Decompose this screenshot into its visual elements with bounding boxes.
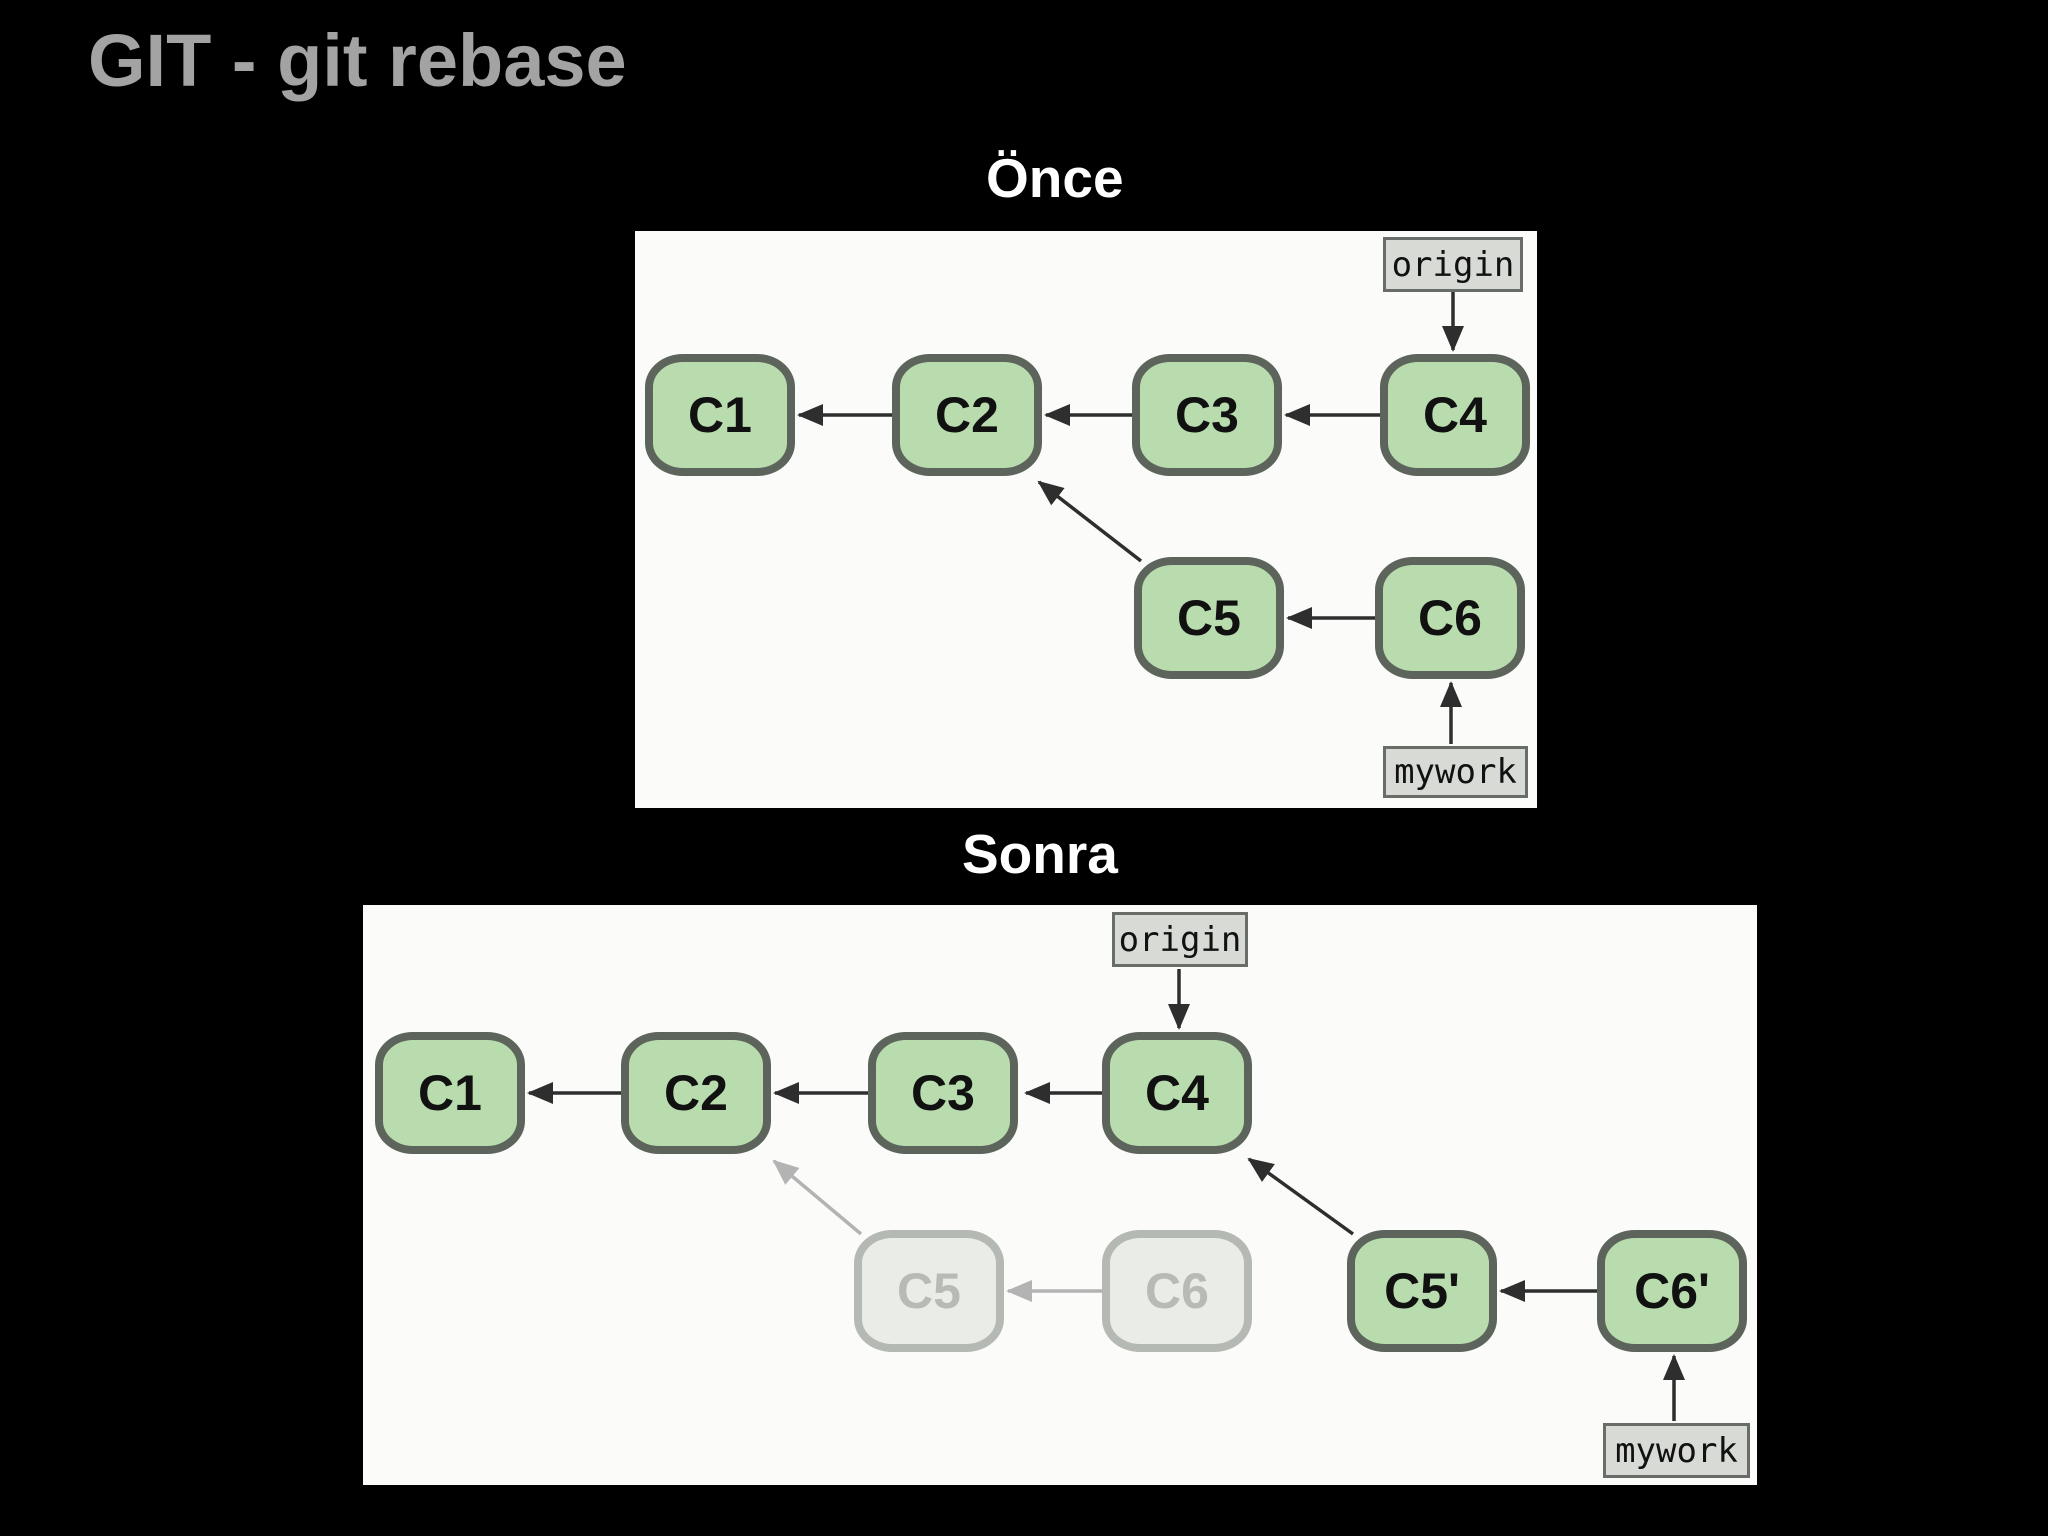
commit-node-c3: C3: [1132, 354, 1282, 476]
before-heading: Önce: [986, 147, 1124, 209]
after-edge-arrows-layer: [527, 969, 1685, 1421]
commit-node-c5-prime: C5': [1347, 1230, 1497, 1352]
commit-node-c1: C1: [375, 1032, 525, 1154]
commit-node-c3: C3: [868, 1032, 1018, 1154]
commit-node-c4: C4: [1380, 354, 1530, 476]
mywork-ref-label: mywork: [1603, 1423, 1750, 1478]
commit-node-c4: C4: [1102, 1032, 1252, 1154]
origin-ref-label: origin: [1112, 912, 1248, 967]
commit-node-c6-faded: C6: [1102, 1230, 1252, 1352]
commit-node-c2: C2: [892, 354, 1042, 476]
commit-node-c5: C5: [1134, 557, 1284, 679]
mywork-ref-label: mywork: [1383, 746, 1528, 798]
origin-ref-label: origin: [1383, 237, 1523, 292]
before-edge-arrows-layer: [797, 292, 1464, 744]
commit-node-c5-faded: C5: [854, 1230, 1004, 1352]
after-heading: Sonra: [962, 823, 1118, 885]
commit-node-c6-prime: C6': [1597, 1230, 1747, 1352]
commit-node-c1: C1: [645, 354, 795, 476]
edge-c5-c2-arrow: [1037, 480, 1143, 563]
before-diagram-panel: origin mywork C1 C2 C3 C4 C5 C6: [635, 231, 1537, 808]
edge-c5p-c4-arrow: [1247, 1157, 1355, 1236]
commit-node-c2: C2: [621, 1032, 771, 1154]
after-diagram-panel: origin mywork C1 C2 C3 C4 C5 C6 C5' C6': [363, 905, 1757, 1485]
edge-faded-c5-c2-arrow: [772, 1159, 863, 1236]
commit-node-c6: C6: [1375, 557, 1525, 679]
slide-title: GIT - git rebase: [88, 19, 627, 102]
